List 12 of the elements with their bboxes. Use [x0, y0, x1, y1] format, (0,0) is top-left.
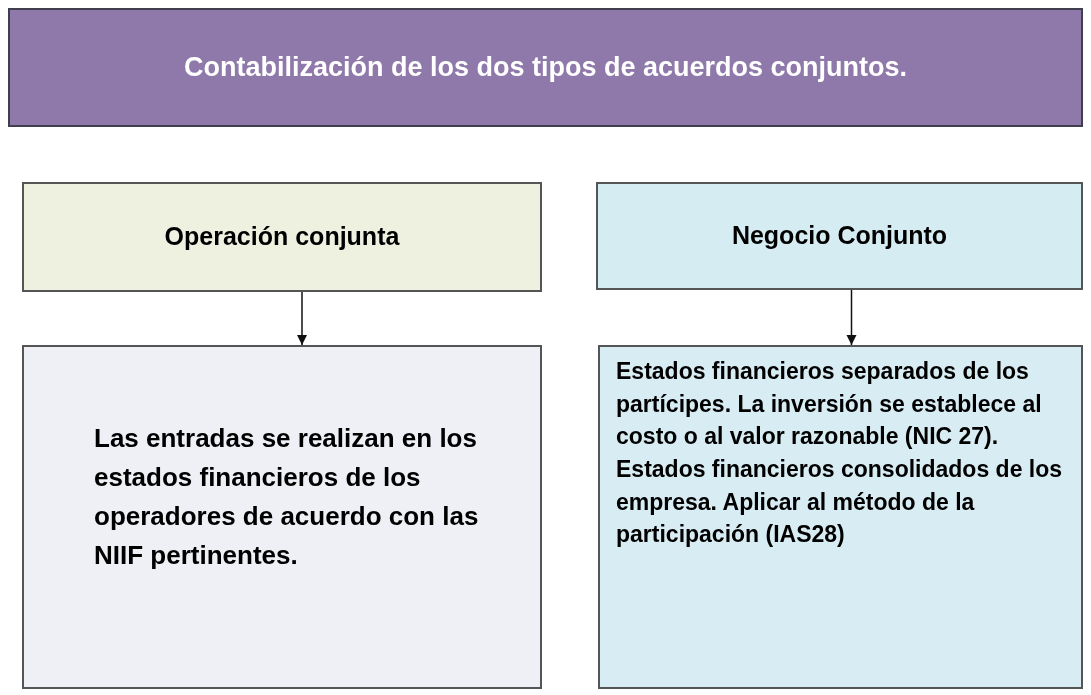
box-text: Negocio Conjunto: [731, 220, 948, 252]
arrow: [846, 289, 857, 346]
box-text: Las entradas se realizan en los estados financieros de los operadores de acuerdo con las NIIF pertinentes.: [94, 422, 480, 572]
text-box: [22, 182, 542, 292]
arrow: [296, 291, 308, 346]
title-banner: Contabilización de los dos tipos de acuerdos conjuntos.: [8, 8, 1083, 127]
box-text: Estados financieros separados de los partícipes. La inversión se establece al costo o al valor razonable (NIC 27).: [616, 357, 1043, 452]
box-text: Estados financieros consolidados de los empresa. Aplicar al método de la participación (IAS28): [616, 454, 1064, 550]
text-box: [598, 345, 1083, 689]
text-box: [22, 345, 542, 689]
box-text: Operación conjunta: [164, 221, 400, 253]
text-box: [596, 182, 1083, 290]
